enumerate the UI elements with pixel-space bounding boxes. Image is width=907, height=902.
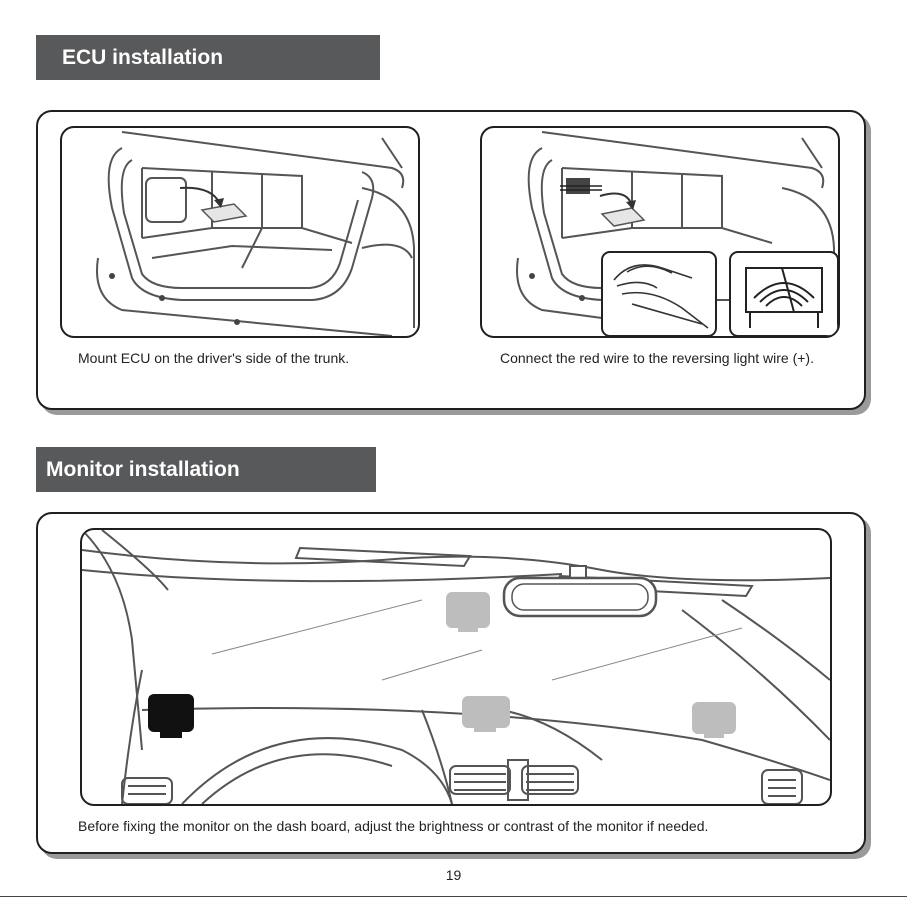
ecu-section-title: ECU installation <box>36 35 380 80</box>
ecu-mount-caption: Mount ECU on the driver's side of the tr… <box>78 348 418 368</box>
dashboard-drawing <box>82 530 830 804</box>
trunk-wiring-illustration <box>480 126 840 338</box>
monitor-section-title: Monitor installation <box>36 447 376 492</box>
ecu-instruction-panel: Mount ECU on the driver's side of the tr… <box>36 110 866 410</box>
monitor-instruction-panel: Before fixing the monitor on the dash bo… <box>36 512 866 854</box>
dashboard-illustration <box>80 528 832 806</box>
trunk-ecu-illustration <box>60 126 420 338</box>
page-number: 19 <box>0 867 907 883</box>
footer-rule <box>0 896 907 897</box>
trunk-ecu-drawing <box>62 128 418 336</box>
monitor-caption: Before fixing the monitor on the dash bo… <box>78 816 848 836</box>
trunk-wiring-drawing <box>482 128 838 336</box>
red-wire-caption: Connect the red wire to the reversing li… <box>500 348 820 368</box>
